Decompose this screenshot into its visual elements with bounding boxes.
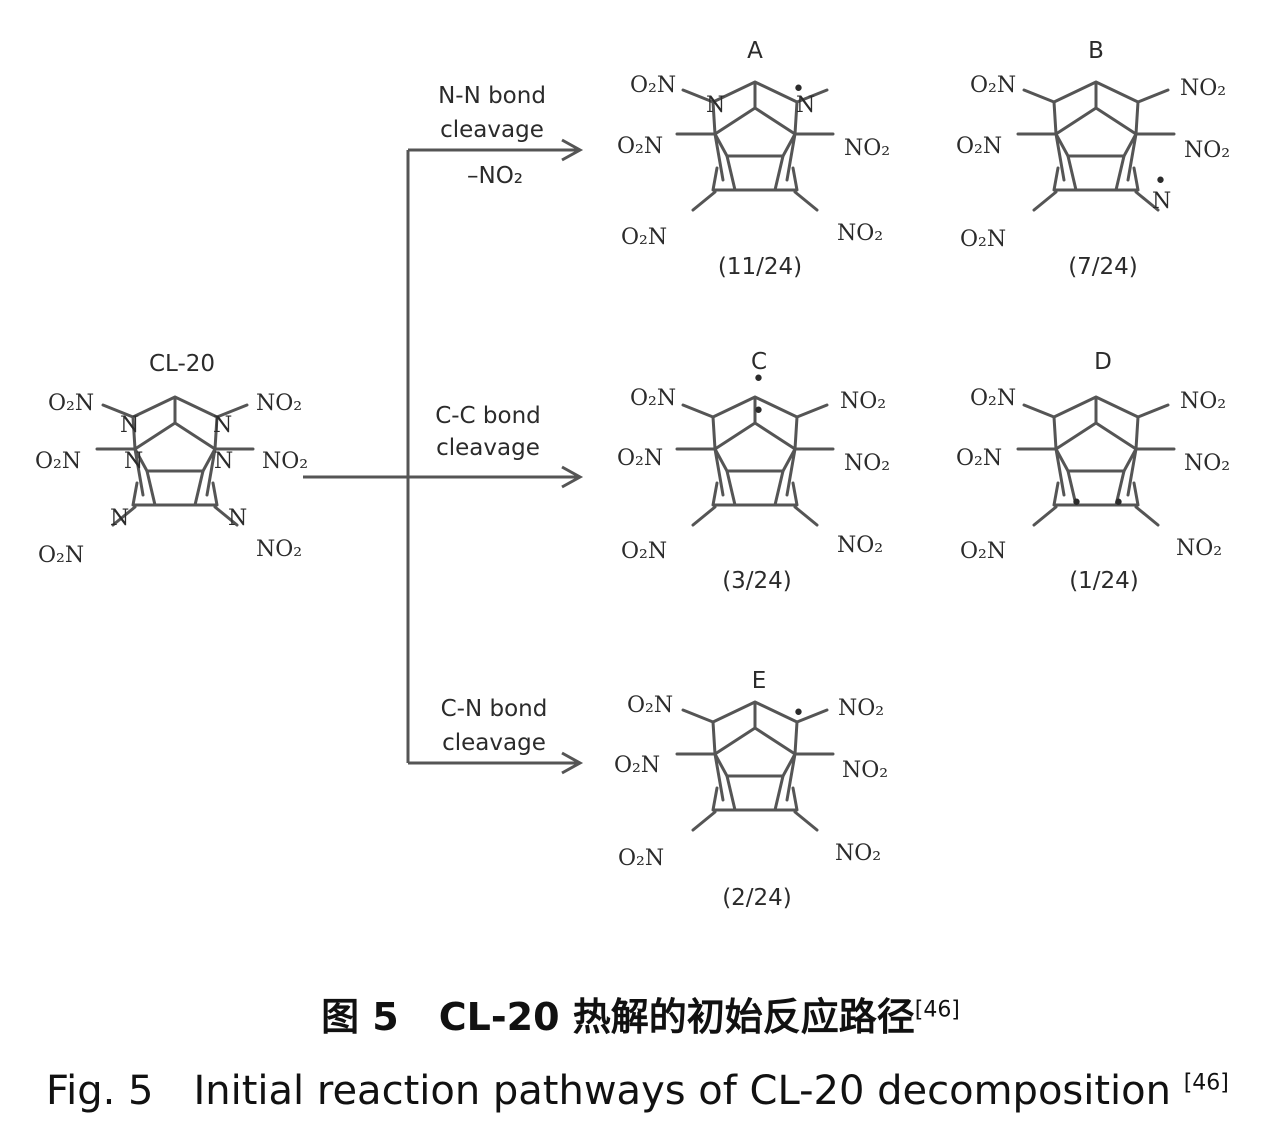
atom-o2n: O₂N	[38, 543, 84, 568]
atom-no2: NO₂	[844, 136, 890, 161]
product-label: A	[747, 38, 763, 64]
pathway-cn-line2: cleavage	[442, 730, 546, 756]
arrowhead-middle	[561, 465, 584, 489]
atom-no2: NO₂	[837, 533, 883, 558]
product-e: E • O₂N NO₂ O₂N NO₂ O₂N NO₂ (2/24)	[614, 668, 888, 911]
product-label: D	[1094, 349, 1112, 375]
atom-o2n: O₂N	[960, 227, 1006, 252]
atom-no2: NO₂	[1184, 451, 1230, 476]
atom-o2n: O₂N	[618, 846, 664, 871]
atom-o2n: O₂N	[956, 134, 1002, 159]
reaction-diagram: N-N bond cleavage –NO₂ C-C bond cleavage…	[35, 38, 1230, 911]
arrowhead-top	[561, 138, 584, 162]
atom-o2n: O₂N	[621, 539, 667, 564]
radical-dot: •	[792, 77, 805, 102]
atom-o2n: O₂N	[617, 134, 663, 159]
atom-o2n: O₂N	[970, 73, 1016, 98]
atom-no2: NO₂	[840, 389, 886, 414]
radical-dot: •	[752, 399, 765, 424]
product-ratio: (2/24)	[722, 885, 792, 911]
pathway-nn-line2: cleavage	[440, 117, 544, 143]
radical-dot: •	[1070, 491, 1083, 516]
radical-dot: •	[792, 701, 805, 726]
reactant-molecule: CL-20 O₂N NO₂ O₂N NO₂ O₂N NO₂ N N N N N …	[35, 351, 308, 568]
radical-dot: •	[752, 367, 765, 392]
product-ratio: (7/24)	[1068, 254, 1138, 280]
atom-o2n: O₂N	[630, 386, 676, 411]
atom-n: N	[120, 413, 139, 438]
atom-n: N	[228, 506, 247, 531]
atom-no2: NO₂	[844, 451, 890, 476]
arrowhead-bottom	[561, 751, 584, 775]
atom-o2n: O₂N	[621, 225, 667, 250]
radical-dot: •	[1112, 491, 1125, 516]
product-ratio: (11/24)	[718, 254, 802, 280]
product-ratio: (3/24)	[722, 568, 792, 594]
atom-n: N	[214, 449, 233, 474]
product-c: C • • O₂N NO₂ O₂N NO₂ O₂N NO₂ (3/24)	[617, 349, 890, 594]
reactant-label: CL-20	[149, 351, 215, 377]
atom-no2: NO₂	[1180, 76, 1226, 101]
pathway-cn-line1: C-N bond	[441, 696, 548, 722]
atom-no2: NO₂	[835, 841, 881, 866]
caption-cn-fig: 图 5	[321, 995, 399, 1039]
atom-o2n: O₂N	[960, 539, 1006, 564]
product-b: B O₂N NO₂ O₂N NO₂ O₂N N • (7/24)	[956, 38, 1230, 280]
caption-english: Fig. 5 Initial reaction pathways of CL-20…	[46, 1068, 1229, 1114]
atom-no2: NO₂	[256, 391, 302, 416]
product-label: E	[752, 668, 767, 694]
product-a: A O₂N O₂N NO₂ O₂N NO₂ N N • (11/24)	[617, 38, 890, 280]
atom-no2: NO₂	[837, 221, 883, 246]
atom-n: N	[110, 506, 129, 531]
atom-n: N	[213, 413, 232, 438]
product-label: C	[751, 349, 767, 375]
atom-o2n: O₂N	[48, 391, 94, 416]
radical-dot: •	[1154, 169, 1167, 194]
pathway-cc-line2: cleavage	[436, 435, 540, 461]
atom-no2: NO₂	[262, 449, 308, 474]
atom-no2: NO₂	[838, 696, 884, 721]
atom-n: N	[706, 93, 725, 118]
atom-no2: NO₂	[256, 537, 302, 562]
caption-en-fig: Fig. 5	[46, 1068, 154, 1114]
atom-n: N	[1152, 189, 1171, 214]
caption-en-text: Initial reaction pathways of CL-20 decom…	[193, 1068, 1171, 1114]
caption-cn-ref: [46]	[914, 997, 960, 1023]
pathway-nn-line3: –NO₂	[467, 163, 523, 189]
caption-cn-text: CL-20 热解的初始反应路径	[438, 995, 915, 1039]
atom-n: N	[796, 93, 815, 118]
pathway-cc-line1: C-C bond	[435, 403, 541, 429]
caption-chinese: 图 5 CL-20 热解的初始反应路径[46]	[0, 986, 1281, 1041]
product-label: B	[1088, 38, 1104, 64]
atom-n: N	[124, 449, 143, 474]
atom-no2: NO₂	[1176, 536, 1222, 561]
atom-o2n: O₂N	[627, 693, 673, 718]
caption-en-ref: [46]	[1183, 1070, 1229, 1096]
pathway-arrows	[303, 138, 584, 775]
atom-no2: NO₂	[842, 758, 888, 783]
atom-o2n: O₂N	[630, 73, 676, 98]
atom-o2n: O₂N	[956, 446, 1002, 471]
product-ratio: (1/24)	[1069, 568, 1139, 594]
product-d: D O₂N NO₂ O₂N NO₂ O₂N NO₂ • • (1/24)	[956, 349, 1230, 594]
atom-no2: NO₂	[1180, 389, 1226, 414]
atom-o2n: O₂N	[35, 449, 81, 474]
atom-o2n: O₂N	[970, 386, 1016, 411]
atom-o2n: O₂N	[614, 753, 660, 778]
atom-o2n: O₂N	[617, 446, 663, 471]
pathway-nn-line1: N-N bond	[438, 83, 546, 109]
atom-no2: NO₂	[1184, 138, 1230, 163]
